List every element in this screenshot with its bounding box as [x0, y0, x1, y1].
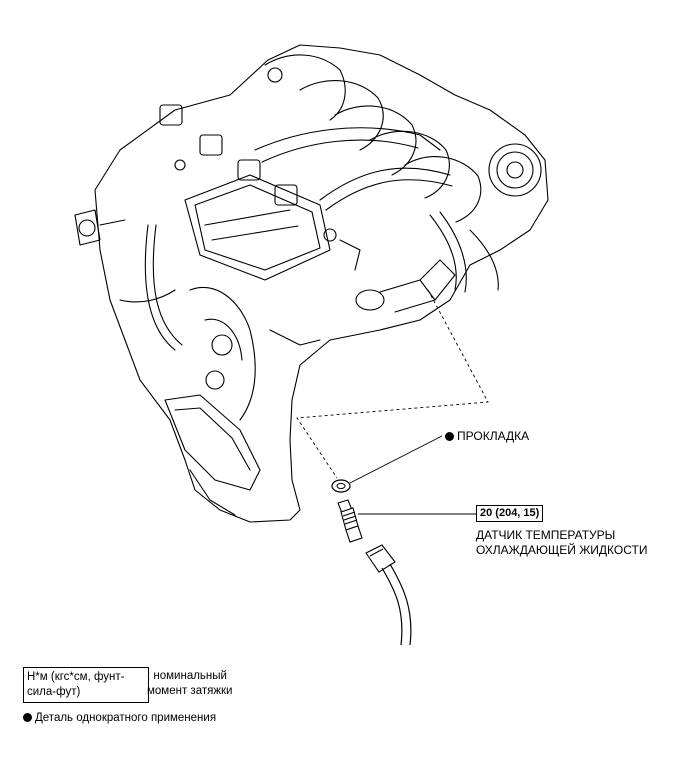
legend-single-use-note: Деталь однократного применения [23, 712, 216, 724]
legend-units-description: : номинальный момент затяжки [147, 670, 233, 697]
legend-units-box: Н*м (кгс*см, фунт-сила-фут) [23, 667, 149, 703]
sensor-label-line1: ДАТЧИК ТЕМПЕРАТУРЫ [476, 528, 616, 542]
legend-single-use-text: Деталь однократного применения [35, 712, 217, 724]
sensor-connector [365, 544, 396, 573]
gasket-hole [336, 482, 346, 490]
sensor-label-line2: ОХЛАЖДАЮЩЕЙ ЖИДКОСТИ [476, 543, 648, 557]
torque-spec-box: 20 (204, 15) [476, 505, 544, 522]
gasket-label: ПРОКЛАДКА [445, 429, 529, 443]
engine-assembly [74, 44, 549, 523]
sensor-wire-edge [389, 563, 412, 646]
gasket-label-text: ПРОКЛАДКА [457, 429, 530, 443]
sensor-wire [381, 567, 403, 646]
filled-circle-icon [445, 432, 454, 441]
filled-circle-icon [23, 713, 32, 722]
gasket-leader-line [349, 435, 443, 484]
dashed-leader-lines [296, 289, 489, 479]
coolant-temperature-sensor [337, 499, 363, 543]
